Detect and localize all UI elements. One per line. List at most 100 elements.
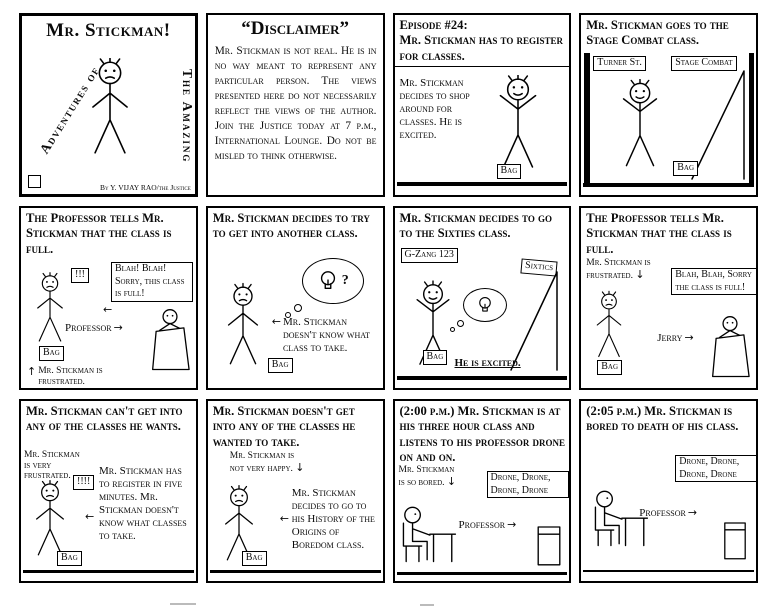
disclaimer-heading: “Disclaimer” [241, 18, 350, 39]
scan-artifact [420, 604, 434, 606]
ground-line [396, 376, 568, 380]
caption: Mr. Stickman is frustrated. [27, 366, 137, 387]
arrow-left-icon [103, 304, 112, 315]
panel-heading: Mr. Stickman can't get into any of the c… [26, 404, 183, 434]
professor-figure [151, 309, 190, 371]
arrow-down-icon [447, 475, 456, 488]
exclaim-bubble: !!!! [73, 475, 95, 490]
lectern-drawing [537, 526, 561, 566]
arrow-down-icon [295, 461, 304, 474]
caption-text: Mr. Stickman doesn't know what class to … [282, 316, 370, 354]
thought-bubble: ? [301, 258, 364, 304]
ground-line [396, 182, 568, 186]
jerry-label: Jerry [657, 332, 693, 345]
bubble-dot [293, 304, 302, 312]
wall-edge [749, 53, 754, 185]
episode-title: Mr. Stickman has to register for classes… [399, 33, 564, 63]
lightbulb-icon [320, 271, 335, 290]
caption: Mr. Stickman doesn't know what class to … [272, 316, 376, 355]
seated-stickman-figure [402, 506, 456, 563]
professor-label-text: Professor [65, 322, 112, 334]
street-sign: Turner St. [593, 56, 646, 71]
seated-stickman-figure [595, 490, 649, 547]
sub-caption: Mr. Stickman is very frustrated. [24, 450, 80, 482]
panel-another-class: Mr. Stickman decides to try to get into … [205, 206, 385, 390]
episode-number: Episode #24: [399, 18, 468, 32]
bag-label: Bag [241, 551, 267, 566]
title-side-right: The Amazing [179, 68, 195, 164]
small-box-decoration [28, 175, 41, 188]
panel-heading: The Professor tells Mr. Stickman that th… [586, 211, 732, 256]
panel-title: Mr. Stickman! Adventures of The Amazing … [19, 13, 198, 197]
sub-caption-text: Mr. Stickman is so bored. [398, 465, 455, 488]
thought-bubble [462, 288, 507, 322]
arrow-left-icon [272, 316, 281, 327]
panel-heading: (2:00 p.m.) Mr. Stickman is at his three… [399, 404, 565, 465]
sub-caption: Mr. Stickman is so bored. [399, 465, 457, 488]
stickman-figure [623, 79, 658, 167]
bag-label: Bag [422, 350, 448, 365]
stickman-figure [36, 480, 64, 556]
jerry-label-text: Jerry [657, 332, 683, 344]
caption: Mr. Stickman has to register in five min… [99, 465, 187, 542]
bag-label: Bag [267, 358, 293, 373]
panel-episode-24: Episode #24: Mr. Stickman has to registe… [392, 13, 572, 197]
panel-bored-class: (2:05 p.m.) Mr. Stickman is bored to dea… [579, 399, 758, 583]
panel-heading: Mr. Stickman doesn't get into any of the… [212, 404, 356, 449]
caption-text: Mr. Stickman is frustrated. [38, 366, 103, 387]
bag-label: Bag [673, 161, 699, 176]
professor-label: Professor [459, 519, 517, 532]
doorway-drawing [691, 70, 745, 180]
panel-disclaimer: “Disclaimer” Mr. Stickman is not real. H… [205, 13, 385, 197]
comic-title: Mr. Stickman! [46, 20, 171, 41]
scan-artifact [170, 603, 196, 605]
sub-caption: Mr. Stickman is not very happy. [230, 451, 310, 474]
professor-label-text: Professor [639, 507, 686, 519]
panel-cant-register: Mr. Stickman can't get into any of the c… [19, 399, 198, 583]
arrow-down-icon [635, 268, 644, 281]
bag-label: Bag [597, 360, 623, 375]
ground-line [23, 570, 194, 573]
panel-class-full-2: The Professor tells Mr. Stickman that th… [579, 206, 758, 390]
arrow-right-icon [507, 519, 516, 530]
caption: Mr. Stickman decides to shop around for … [399, 77, 470, 141]
stickman-figure [227, 282, 258, 365]
panel-stage-combat: Mr. Stickman goes to the Stage Combat cl… [579, 13, 758, 197]
caption: Mr. Stickman decides to go to his Histor… [291, 487, 375, 551]
stickman-figure [596, 290, 622, 358]
stickman-figure [499, 75, 536, 168]
arrow-right-icon [684, 332, 693, 343]
ground-line [583, 570, 754, 572]
professor-figure [712, 316, 750, 378]
arrow-left-icon [85, 511, 94, 522]
speech-box: Drone, Drone, Drone, Drone [675, 455, 757, 482]
panel-heading: Mr. Stickman decides to go to the Sixtie… [399, 211, 553, 241]
ground-line [209, 570, 381, 573]
professor-label: Professor [65, 322, 123, 335]
question-mark: ? [341, 273, 349, 288]
comic-grid: Mr. Stickman! Adventures of The Amazing … [19, 13, 758, 583]
bag-label: Bag [496, 164, 522, 179]
ground-line [396, 572, 568, 575]
speech-box: Drone, Drone, Drone, Drone [486, 471, 569, 498]
exclaim-bubble: !!! [71, 268, 89, 283]
panel-heading: The Professor tells Mr. Stickman that th… [26, 211, 172, 256]
disclaimer-body: Mr. Stickman is not real. He is in no wa… [214, 45, 377, 163]
heading-divider [394, 66, 570, 68]
caption: He is excited. [454, 357, 521, 369]
stickman-figure [92, 58, 128, 154]
panel-sixties-class: Mr. Stickman decides to go to the Sixtie… [392, 206, 572, 390]
panel-three-hour-class: (2:00 p.m.) Mr. Stickman is at his three… [392, 399, 572, 583]
room-sign: G-Zang 123 [400, 248, 458, 263]
panel-heading: (2:05 p.m.) Mr. Stickman is bored to dea… [586, 404, 739, 434]
sign-pole [584, 53, 591, 183]
speech-box: Blah! Blah! Sorry, this class is full! [111, 262, 193, 302]
byline: By Y. VIJAY RAO/the Justice [99, 183, 191, 192]
arrow-right-icon [688, 507, 697, 518]
lightbulb-icon [478, 296, 491, 312]
panel-no-classes: Mr. Stickman doesn't get into any of the… [205, 399, 385, 583]
professor-label-text: Professor [458, 519, 506, 531]
bag-label: Bag [57, 551, 82, 566]
ground-line [583, 183, 754, 187]
